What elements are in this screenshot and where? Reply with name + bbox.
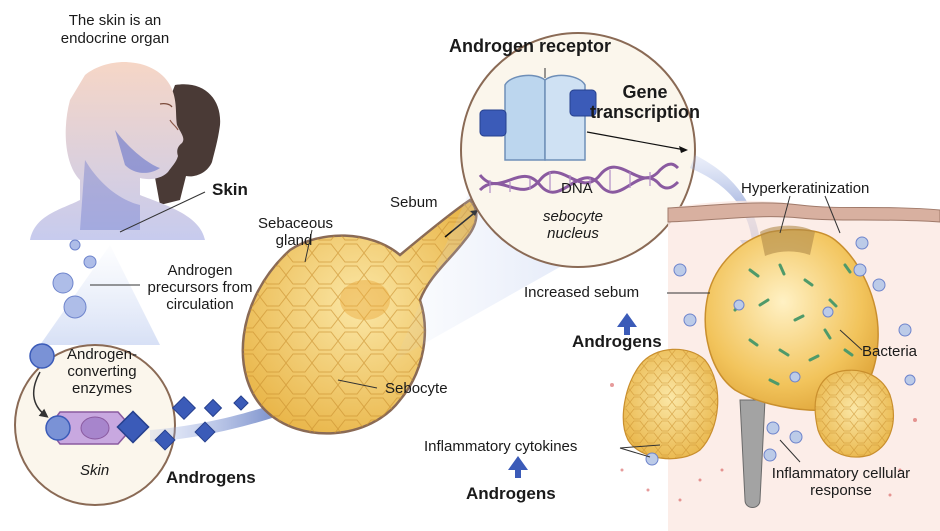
inflammatory-cytokines-label: Inflammatory cytokines — [424, 438, 578, 455]
hair-follicle-illustration — [610, 195, 940, 531]
skin-italic-label: Skin — [80, 462, 110, 479]
sebocyte-label: Sebocyte — [385, 380, 448, 397]
skin-label: Skin — [212, 180, 248, 199]
dna-helix-icon — [478, 162, 680, 194]
androgen-precursors-label: Androgen precursors from circulation — [147, 262, 253, 313]
androgen-receptor-icon — [479, 74, 597, 161]
dna-label: DNA — [561, 180, 593, 197]
skin-enzyme-circle — [14, 343, 176, 506]
converting-enzymes-label: Androgen-converting enzymes — [66, 346, 138, 397]
androgens-label-bottom: Androgens — [466, 484, 556, 503]
increased-sebum-label: Increased sebum — [524, 284, 640, 301]
up-arrow-icon — [617, 313, 637, 335]
sebaceous-gland-illustration — [241, 198, 479, 435]
androgen-molecules-arrow — [150, 383, 330, 451]
inflammatory-response-label: Inflammatory cellular response — [771, 465, 911, 499]
hyperkeratinization-label: Hyperkeratinization — [741, 180, 870, 197]
androgens-label-mid: Androgens — [572, 332, 662, 351]
face-profile-illustration — [30, 62, 221, 345]
bacteria-label: Bacteria — [862, 343, 918, 360]
androgen-receptor-label: Androgen receptor — [449, 36, 612, 56]
androgen-precursor-molecules — [52, 239, 140, 319]
bacteria-icon — [733, 263, 854, 386]
up-arrow-icon — [508, 456, 528, 478]
endocrine-title: The skin is an endocrine organ — [60, 12, 170, 47]
androgens-label-left: Androgens — [166, 468, 256, 487]
sebum-label: Sebum — [390, 194, 438, 211]
sebocyte-nucleus-circle — [460, 32, 696, 268]
sebocyte-nucleus-label: sebocyte nucleus — [542, 208, 604, 242]
gene-transcription-label: Gene transcription — [589, 82, 700, 122]
sebaceous-gland-label: Sebaceous gland — [258, 215, 334, 249]
